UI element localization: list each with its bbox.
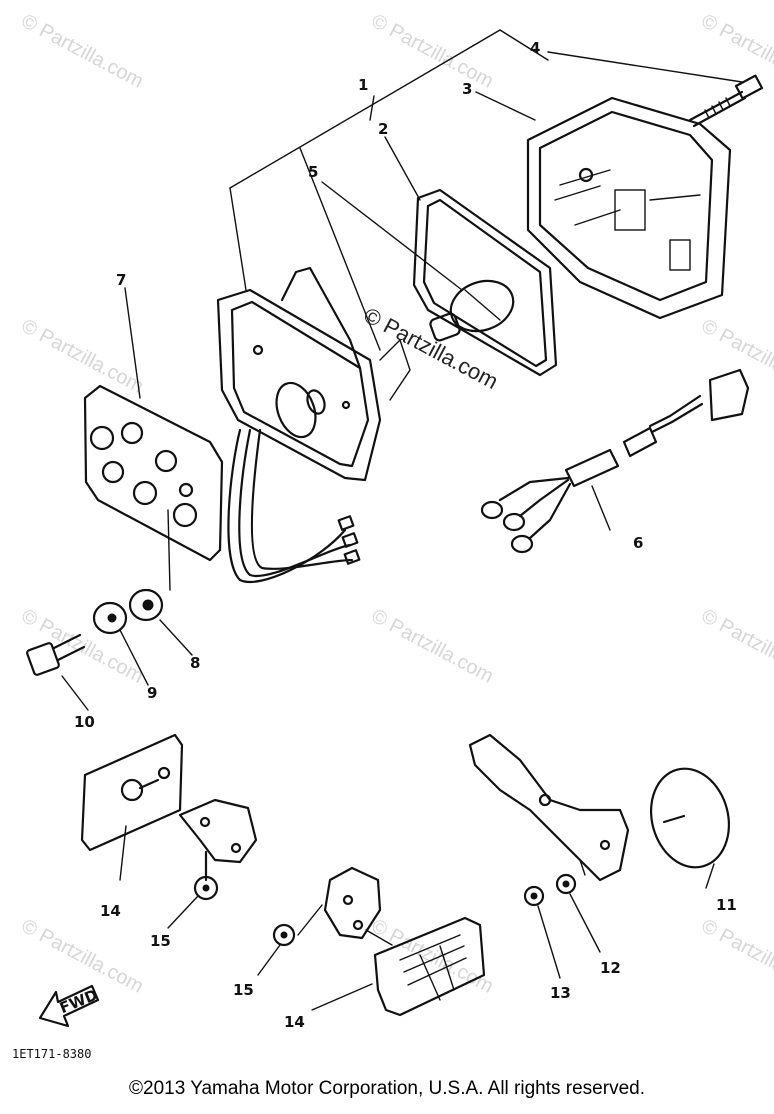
watermark: © Partzilla.com bbox=[698, 10, 774, 93]
callout-2: 2 bbox=[378, 120, 388, 138]
reflector-left bbox=[80, 733, 184, 852]
watermark-center: © Partzilla.com bbox=[360, 302, 503, 394]
watermark: © Partzilla.com bbox=[368, 915, 497, 998]
watermark: © Partzilla.com bbox=[18, 315, 147, 398]
callout-4: 4 bbox=[530, 39, 540, 57]
leader-lines-bottom-right bbox=[537, 863, 715, 979]
leader-lines bbox=[61, 51, 743, 711]
nut-left bbox=[193, 875, 219, 901]
callout-15: 15 bbox=[233, 981, 254, 999]
watermark: © Partzilla.com bbox=[18, 10, 147, 93]
washer-right bbox=[555, 873, 577, 895]
base-wiring bbox=[227, 428, 361, 583]
watermark-layer: © Partzilla.com © Partzilla.com © Partzi… bbox=[18, 10, 774, 998]
nut-right bbox=[523, 885, 545, 907]
callout-1: 1 bbox=[358, 76, 368, 94]
callout-5: 5 bbox=[308, 163, 318, 181]
bracket-left bbox=[178, 798, 258, 882]
leader-lines-bottom-center bbox=[257, 929, 393, 1011]
grommet bbox=[128, 588, 164, 622]
screw bbox=[688, 74, 764, 128]
watermark: © Partzilla.com bbox=[368, 605, 497, 688]
callout-10: 10 bbox=[74, 713, 95, 731]
gasket bbox=[412, 188, 558, 377]
callout-7: 7 bbox=[116, 271, 126, 289]
wire-harness bbox=[480, 368, 750, 554]
callout-14: 14 bbox=[100, 902, 121, 920]
callout-numbers: 1 2 3 4 5 6 7 8 9 10 11 12 13 14 15 15 1… bbox=[74, 39, 737, 1031]
callout-9: 9 bbox=[147, 684, 157, 702]
forward-arrow: FWD bbox=[38, 984, 100, 1028]
bracket-right bbox=[468, 733, 630, 882]
fwd-label: FWD bbox=[57, 986, 100, 1017]
callout-12: 12 bbox=[600, 959, 621, 977]
nut-center bbox=[272, 923, 296, 947]
callout-3: 3 bbox=[462, 80, 472, 98]
bolt bbox=[26, 633, 86, 676]
callout-14: 14 bbox=[284, 1013, 305, 1031]
watermark: © Partzilla.com bbox=[368, 10, 497, 93]
reflector-center bbox=[373, 916, 486, 1017]
callout-15: 15 bbox=[150, 932, 171, 950]
callout-11: 11 bbox=[716, 896, 737, 914]
callout-8: 8 bbox=[190, 654, 200, 672]
watermark: © Partzilla.com bbox=[18, 915, 147, 998]
callout-13: 13 bbox=[550, 984, 571, 1002]
watermark: © Partzilla.com bbox=[698, 915, 774, 998]
callout-6: 6 bbox=[633, 534, 643, 552]
diagram-code: 1ET171-8380 bbox=[12, 1047, 91, 1061]
cover-plate bbox=[83, 384, 224, 562]
tail-light-base bbox=[216, 266, 411, 482]
washer bbox=[92, 601, 128, 635]
watermark: © Partzilla.com bbox=[698, 315, 774, 398]
assembly-bracket bbox=[229, 29, 549, 351]
bulb bbox=[429, 279, 515, 342]
lens-housing bbox=[526, 96, 732, 320]
watermark: © Partzilla.com bbox=[698, 605, 774, 688]
copyright-notice: ©2013 Yamaha Motor Corporation, U.S.A. A… bbox=[129, 1078, 645, 1099]
round-reflector bbox=[649, 767, 731, 869]
leader-lines-bottom-left bbox=[119, 825, 199, 929]
bracket-center bbox=[297, 866, 382, 940]
